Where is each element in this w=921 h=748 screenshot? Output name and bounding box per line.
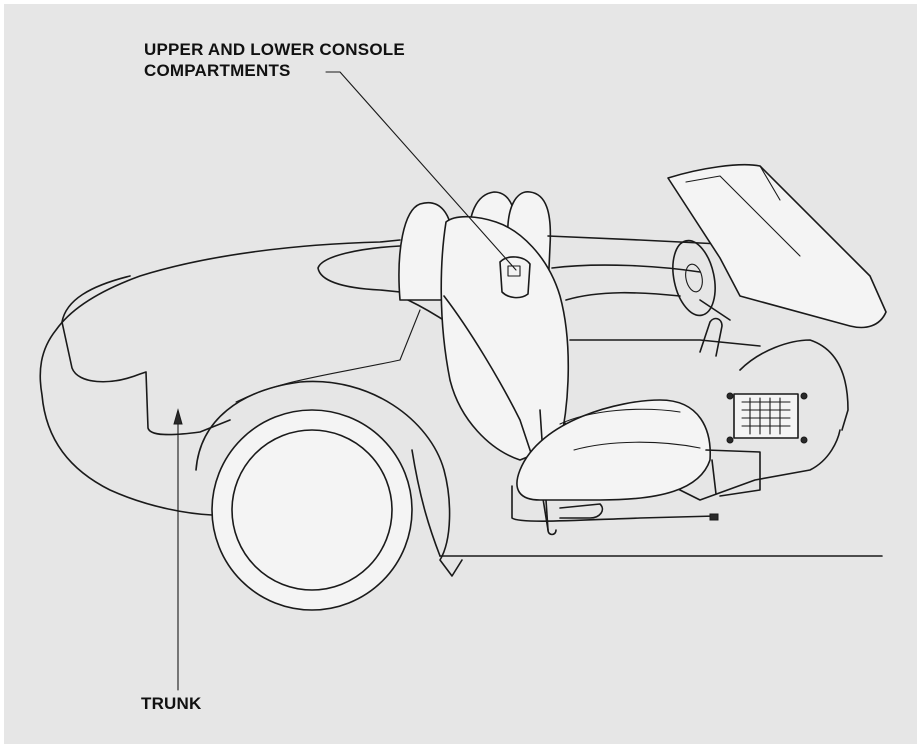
gear-shift xyxy=(699,317,723,357)
front-lower-body xyxy=(705,449,761,497)
front-fender xyxy=(739,339,849,431)
seat-belt-strap xyxy=(539,409,557,536)
rear-wheel-rim xyxy=(231,429,393,591)
rear-wheel xyxy=(211,409,413,611)
steering-wheel-hub xyxy=(685,263,703,293)
seat-belt xyxy=(443,295,549,531)
grille-bolt-tr xyxy=(800,392,808,400)
front-grille xyxy=(733,393,799,439)
steering-wheel xyxy=(672,239,716,317)
trunk-leader-arrow xyxy=(173,408,183,425)
grille-bolt-bl xyxy=(726,436,734,444)
seat-rails xyxy=(511,485,717,522)
console-compartments xyxy=(499,256,531,299)
seat-rail-stop xyxy=(709,513,719,521)
driver-seat-back xyxy=(440,215,570,461)
console-label-line2: COMPARTMENTS xyxy=(144,61,291,80)
trunk-lid-contour xyxy=(61,275,231,436)
body-shoulder-line xyxy=(235,309,421,403)
steering-column xyxy=(699,299,731,321)
console-leader-line xyxy=(325,71,517,271)
open-hood xyxy=(667,163,887,329)
seat-cushion-stitch xyxy=(559,408,701,451)
console-label-line1: UPPER AND LOWER CONSOLE xyxy=(144,40,405,59)
wheel-arch xyxy=(195,380,463,577)
hood-crease xyxy=(685,165,801,257)
door-sill xyxy=(411,449,441,557)
trunk-label: TRUNK xyxy=(141,694,202,713)
driver-seat-cushion xyxy=(516,399,711,501)
grille-hatch xyxy=(741,397,791,435)
console-latch xyxy=(507,265,521,277)
grille-bolt-br xyxy=(800,436,808,444)
grille-bolt-tl xyxy=(726,392,734,400)
